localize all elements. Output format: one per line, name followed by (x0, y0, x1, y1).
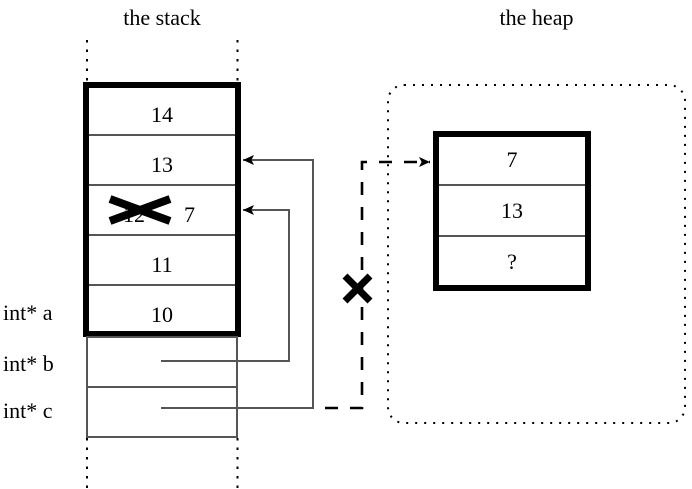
heap-cell-13: 13 (501, 198, 523, 223)
heap-title: the heap (499, 5, 574, 30)
pointer-arrow-c-stack (161, 155, 314, 409)
stack-extension-bottom (86, 438, 239, 489)
stack-cell-14: 14 (151, 102, 173, 127)
x-mark-icon (342, 273, 373, 304)
stack-frame-box (83, 82, 241, 337)
stack-cell-11: 11 (151, 252, 173, 277)
stack-cell-12-crossed: 12 (123, 202, 145, 227)
stack-cell-13: 13 (151, 152, 173, 177)
pointer-arrow-c-heap (325, 157, 430, 410)
stack-cell-12-new-value: 7 (184, 202, 195, 227)
heap-region-boundary (387, 84, 686, 424)
stack-cell-10: 10 (151, 302, 173, 327)
heap-block-box (433, 131, 591, 291)
heap-cell-unknown: ? (507, 249, 517, 274)
pointer-arrow-b (161, 205, 290, 362)
var-label-b: int* b (3, 351, 54, 376)
stack-pointer-cells-box (86, 336, 238, 438)
stack-title: the stack (123, 5, 201, 30)
stack-extension-top (86, 40, 239, 85)
cross-out-mark-icon (108, 195, 172, 225)
var-label-c: int* c (3, 398, 53, 423)
var-label-a: int* a (3, 300, 53, 325)
heap-cell-7: 7 (506, 147, 518, 172)
